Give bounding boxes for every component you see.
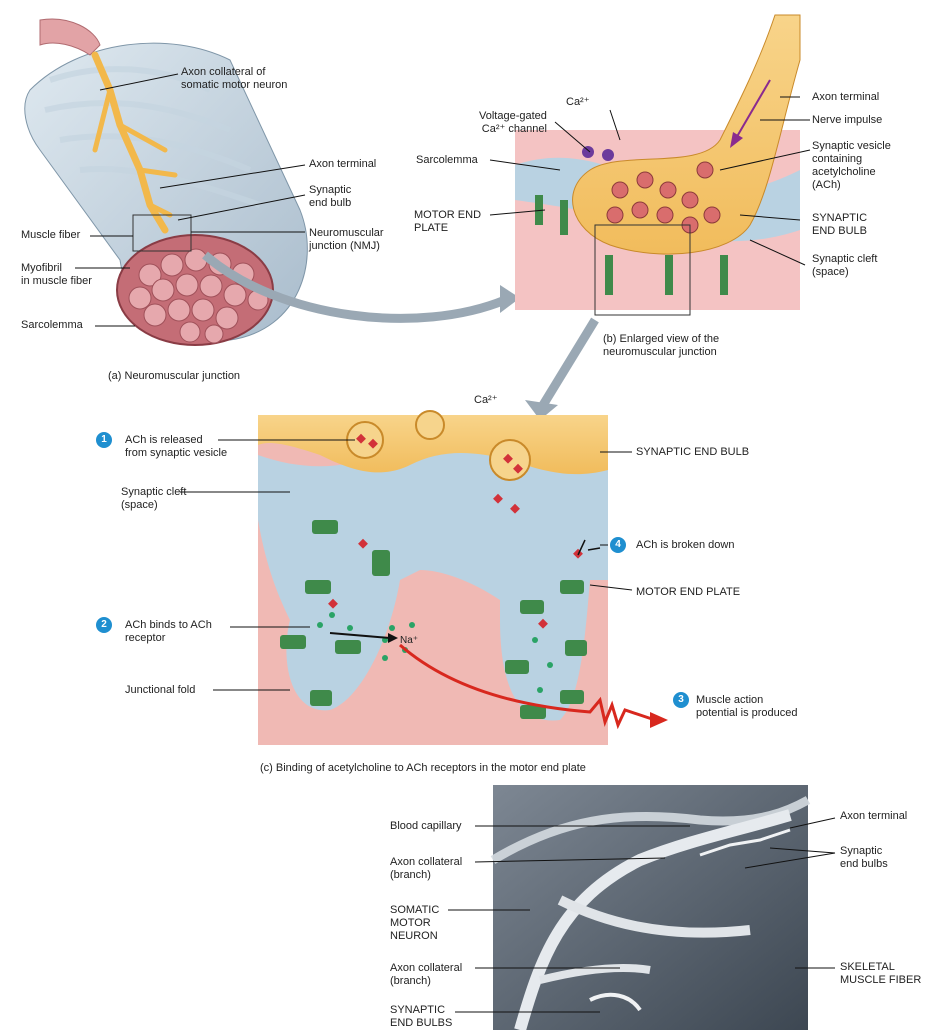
label-somatic-motor-neuron: SOMATIC MOTOR NEURON [390, 904, 439, 943]
label-axon-collateral-d2: Axon collateral (branch) [390, 962, 462, 988]
label-junctional-fold: Junctional fold [125, 684, 195, 697]
label-synaptic-end-bulb-b: SYNAPTIC END BULB [812, 212, 867, 238]
label-synaptic-vesicle: Synaptic vesicle containing acetylcholin… [812, 140, 891, 192]
panel-b-drawing [515, 15, 800, 420]
label-step-4: ACh is broken down [636, 539, 734, 552]
label-muscle-fiber: Muscle fiber [21, 229, 80, 242]
label-synaptic-end-bulbs-right: Synaptic end bulbs [840, 845, 888, 871]
label-axon-collateral: Axon collateral of somatic motor neuron [181, 66, 287, 92]
label-synaptic-end-bulb-c: SYNAPTIC END BULB [636, 446, 749, 459]
step-3-badge: 3 [673, 692, 689, 708]
label-na: Na⁺ [400, 634, 418, 647]
panel-d-drawing [493, 785, 808, 1030]
caption-b: (b) Enlarged view of the neuromuscular j… [603, 333, 719, 359]
label-ca-b: Ca²⁺ [566, 96, 590, 109]
label-step-1: ACh is released from synaptic vesicle [125, 434, 227, 460]
label-motor-end-plate-b: MOTOR END PLATE [414, 209, 481, 235]
label-axon-terminal-a: Axon terminal [309, 158, 376, 171]
label-sarcolemma-b: Sarcolemma [416, 154, 478, 167]
panel-c-drawing [258, 411, 668, 745]
label-ca-c: Ca²⁺ [474, 394, 498, 407]
step-4-badge: 4 [610, 537, 626, 553]
label-synaptic-cleft-b: Synaptic cleft (space) [812, 253, 877, 279]
label-step-2: ACh binds to ACh receptor [125, 619, 212, 645]
label-sarcolemma-a: Sarcolemma [21, 319, 83, 332]
step-2-badge: 2 [96, 617, 112, 633]
label-axon-terminal-b: Axon terminal [812, 91, 879, 104]
label-synaptic-cleft-c: Synaptic cleft (space) [121, 486, 186, 512]
label-axon-terminal-d: Axon terminal [840, 810, 907, 823]
label-step-3: Muscle action potential is produced [696, 694, 798, 720]
label-axon-collateral-d1: Axon collateral (branch) [390, 856, 462, 882]
step-1-badge: 1 [96, 432, 112, 448]
caption-a: (a) Neuromuscular junction [108, 370, 240, 383]
label-nmj: Neuromuscular junction (NMJ) [309, 227, 384, 253]
label-synaptic-end-bulbs-d: SYNAPTIC END BULBS [390, 1004, 452, 1030]
label-blood-capillary: Blood capillary [390, 820, 462, 833]
label-myofibril: Myofibril in muscle fiber [21, 262, 92, 288]
label-synaptic-end-bulb-a: Synaptic end bulb [309, 184, 351, 210]
label-motor-end-plate-c: MOTOR END PLATE [636, 586, 740, 599]
label-voltage-gated: Voltage-gated Ca²⁺ channel [479, 110, 547, 136]
label-skeletal-muscle-fiber: SKELETAL MUSCLE FIBER [840, 961, 921, 987]
caption-c: (c) Binding of acetylcholine to ACh rece… [260, 762, 586, 775]
label-nerve-impulse: Nerve impulse [812, 114, 882, 127]
neuron-shape [40, 19, 100, 55]
arrow-b-to-c [540, 320, 595, 410]
